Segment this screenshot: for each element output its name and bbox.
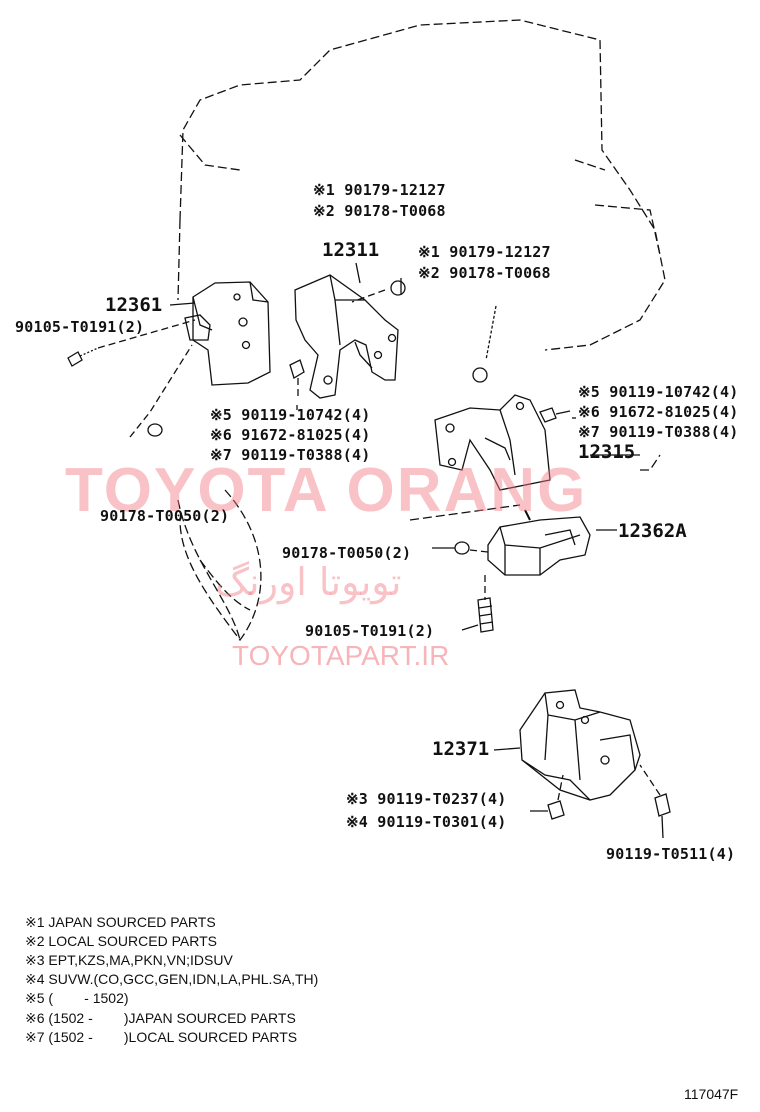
part-label-12311: 12311: [322, 239, 380, 261]
nut-left-icon: [147, 423, 163, 437]
transmission-outline: [179, 489, 262, 642]
top-a2-label: ※2 90178-T0068: [313, 202, 446, 220]
note-7: ※7 (1502 - )LOCAL SOURCED PARTS: [25, 1029, 298, 1045]
mid-left-5-label: ※5 90119-10742(4): [210, 406, 371, 424]
nut-left-label: 90178-T0050(2): [100, 507, 230, 525]
bracket-12311: [294, 274, 399, 399]
mid-right-6-label: ※6 91672-81025(4): [578, 403, 739, 421]
part-label-12361: 12361: [105, 294, 163, 316]
mid-right-5-label: ※5 90119-10742(4): [578, 383, 739, 401]
nut-top-icon: [390, 280, 406, 296]
lower-3-label: ※3 90119-T0237(4): [346, 790, 507, 808]
bolt-lower-right-icon: [654, 793, 671, 839]
note-4: ※4 SUVW.(CO,GCC,GEN,IDN,LA,PHL.SA,TH): [25, 971, 319, 987]
bolt-lower-left-icon: [547, 800, 565, 820]
bolt-mid-label: 90105-T0191(2): [305, 622, 435, 640]
bolt-mid-right-icon: [539, 407, 557, 423]
note-3: ※3 EPT,KZS,MA,PKN,VN;IDSUV: [25, 952, 233, 968]
watermark-site: TOYOTAPART.IR: [232, 640, 450, 671]
bolt-left-label: 90105-T0191(2): [15, 318, 145, 336]
mid-right-7-label: ※7 90119-T0388(4): [578, 423, 739, 441]
note-6: ※6 (1502 - )JAPAN SOURCED PARTS: [25, 1010, 296, 1026]
mid-left-7-label: ※7 90119-T0388(4): [210, 446, 371, 464]
bolt-mid-left-icon: [289, 359, 305, 379]
part-label-12371: 12371: [432, 738, 490, 760]
top-b1-label: ※1 90179-12127: [418, 243, 551, 261]
part-label-12362A: 12362A: [618, 520, 687, 542]
bolt-left-icon: [67, 347, 99, 367]
bracket-12315: [434, 394, 551, 491]
watermark-main: TOYOTA ORANG: [65, 456, 588, 525]
note-2: ※2 LOCAL SOURCED PARTS: [25, 933, 217, 949]
top-a1-label: ※1 90179-12127: [313, 181, 446, 199]
mid-left-6-label: ※6 91672-81025(4): [210, 426, 371, 444]
nut-center-icon: [454, 541, 470, 555]
lower-right-label: 90119-T0511(4): [606, 845, 736, 863]
mount-12371: [519, 689, 641, 801]
mount-12362A: [487, 509, 591, 576]
nut-right-icon: [472, 367, 488, 383]
note-5: ※5 ( - 1502): [25, 990, 129, 1006]
top-b2-label: ※2 90178-T0068: [418, 264, 551, 282]
engine-outline: [179, 19, 666, 351]
nut-mid-label: 90178-T0050(2): [282, 544, 412, 562]
bolt-center-icon: [477, 597, 494, 633]
watermark-persian: تویوتا اورنگ: [215, 560, 402, 604]
bracket-12361: [184, 281, 271, 386]
lower-4-label: ※4 90119-T0301(4): [346, 813, 507, 831]
figure-code: 117047F: [684, 1086, 739, 1102]
part-label-12315: 12315: [578, 441, 636, 463]
note-1: ※1 JAPAN SOURCED PARTS: [25, 914, 216, 930]
